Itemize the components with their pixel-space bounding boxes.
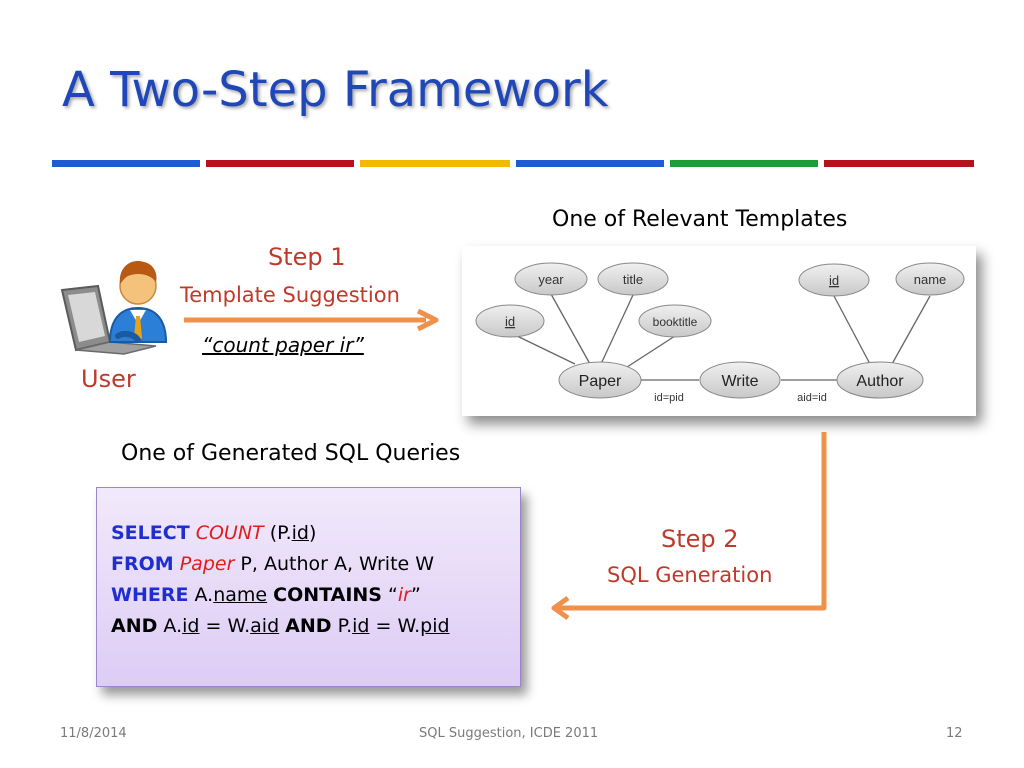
svg-text:title: title [623, 272, 643, 287]
user-label: User [81, 365, 136, 393]
attr-name: name [895, 262, 965, 296]
step2-arrow [551, 432, 827, 621]
svg-text:year: year [538, 272, 564, 287]
rule-segment [206, 160, 354, 167]
step2-subtitle: SQL Generation [607, 563, 773, 587]
attr-author-id: id [798, 263, 870, 297]
sql-line-from: FROM Paper P, Author A, Write W [111, 553, 435, 575]
step1-arrow [184, 308, 439, 332]
svg-text:booktitle: booktitle [653, 315, 698, 329]
step1-subtitle: Template Suggestion [180, 283, 400, 307]
footer-page-number: 12 [946, 726, 963, 741]
footer-title: SQL Suggestion, ICDE 2011 [419, 726, 599, 741]
svg-text:Write: Write [721, 373, 758, 390]
template-heading: One of Relevant Templates [552, 207, 848, 232]
er-diagram-svg: year title id booktitle id name [475, 262, 965, 404]
svg-text:Paper: Paper [579, 373, 622, 390]
attr-paper-id: id [475, 304, 545, 338]
sql-line-select: SELECT COUNT (P.id) [111, 522, 317, 544]
attr-booktitle: booktitle [638, 304, 712, 338]
entity-author: Author [836, 361, 924, 399]
svg-text:id: id [829, 273, 839, 288]
join-label-paper-write: id=pid [654, 392, 684, 404]
step1-title: Step 1 [268, 243, 346, 271]
rule-segment [516, 160, 664, 167]
join-label-write-author: aid=id [797, 392, 827, 404]
entity-write: Write [699, 361, 781, 399]
rule-segment [52, 160, 200, 167]
attr-year: year [514, 262, 588, 296]
sql-line-where: WHERE A.name CONTAINS “ir” [111, 584, 421, 606]
user-laptop-icon [60, 260, 168, 355]
entity-paper: Paper [558, 361, 642, 399]
svg-text:name: name [914, 272, 947, 287]
slide-title: A Two-Step Framework [62, 62, 609, 118]
generated-sql-heading: One of Generated SQL Queries [121, 441, 461, 466]
footer-date: 11/8/2014 [60, 726, 127, 741]
svg-text:Author: Author [856, 373, 904, 390]
rule-segment [824, 160, 974, 167]
attr-title: title [597, 262, 669, 296]
sql-line-and: AND A.id = W.aid AND P.id = W.pid [111, 615, 450, 637]
rule-segment [360, 160, 510, 167]
sql-query-box: SELECT COUNT (P.id) FROM Paper P, Author… [96, 487, 521, 687]
svg-text:id: id [505, 314, 515, 329]
rule-segment [670, 160, 818, 167]
step2-title: Step 2 [661, 525, 739, 553]
er-diagram-template: year title id booktitle id name [462, 246, 976, 416]
sample-keyword-query: “count paper ir” [202, 333, 364, 357]
